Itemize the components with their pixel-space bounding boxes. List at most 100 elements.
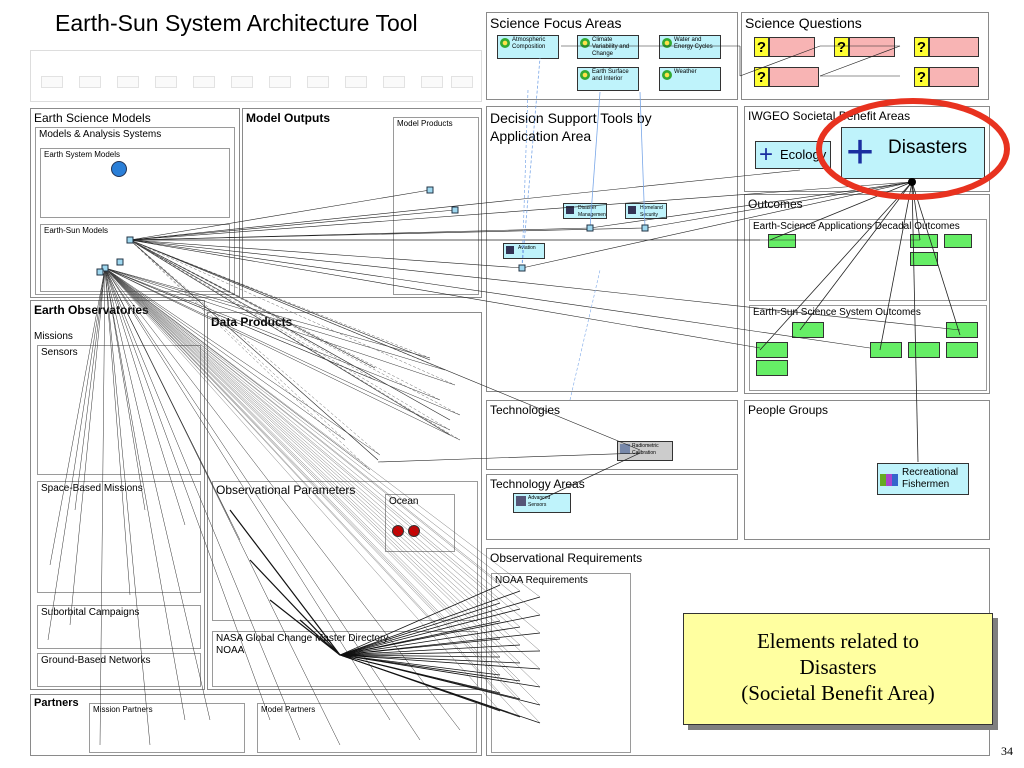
techarea-advanced-sensors[interactable]: Advanced Sensors (513, 493, 571, 513)
callout-line3: (Societal Benefit Area) (741, 681, 935, 705)
ocean-param-icon[interactable] (408, 525, 420, 537)
sub-noaa-requirements: NOAA Requirements (491, 573, 631, 753)
page-title: Earth-Sun System Architecture Tool (55, 10, 418, 36)
gear-icon (620, 444, 630, 454)
sub-title: Model Partners (261, 705, 316, 714)
sub-esa-decadal-outcomes: Earth-Science Applications Decadal Outco… (749, 219, 987, 301)
panel-earth-observatories: Earth Observatories Missions Sensors Spa… (30, 300, 205, 690)
people-recreational-fishermen[interactable]: Recreational Fishermen (877, 463, 969, 495)
question-icon[interactable]: ? (754, 37, 769, 57)
panel-data-products: Data Products Observational Parameters O… (207, 312, 482, 690)
sub-title: Mission Partners (93, 705, 153, 714)
sub-title: Suborbital Campaigns (41, 607, 140, 618)
question-icon[interactable]: ? (754, 67, 769, 87)
callout-box: Elements related to Disasters (Societal … (683, 613, 993, 725)
callout-line2: Disasters (799, 655, 877, 679)
panel-title: Earth Observatories (34, 303, 149, 317)
sub-title: Observational Parameters (216, 483, 356, 497)
panel-iwgeo-societal-benefit-areas: IWGEO Societal Benefit Areas + Ecology +… (744, 106, 990, 192)
dst-disaster-management[interactable]: Disaster Management (563, 203, 607, 219)
outcome-node[interactable] (910, 252, 938, 266)
sub-model-partners: Model Partners (257, 703, 477, 753)
tech-radiometric-calibration[interactable]: Radiometric Calibration (617, 441, 673, 461)
sub-title: Model Products (397, 119, 453, 128)
outcome-node[interactable] (908, 342, 940, 358)
person-icon (628, 206, 636, 214)
outcome-node[interactable] (870, 342, 902, 358)
sub-title: Missions (34, 331, 73, 342)
sub-title: NOAA Requirements (495, 575, 588, 586)
panel-title: Outcomes (748, 197, 803, 211)
outcome-node[interactable] (768, 234, 796, 248)
question-box[interactable] (929, 37, 979, 57)
sub-observational-parameters: Observational Parameters Ocean (212, 481, 478, 621)
sub-title: Models & Analysis Systems (39, 129, 162, 140)
panel-title: Decision Support Tools by Application Ar… (490, 110, 652, 144)
globe-icon[interactable] (111, 161, 127, 177)
sub-earth-system-models: Earth System Models (40, 148, 230, 218)
panel-title: People Groups (748, 403, 829, 417)
sfa-water-energy-cycles[interactable]: Water and Energy Cycles (659, 35, 721, 59)
sub-ground-based: Ground-Based Networks (37, 653, 201, 687)
page-number: 34 (1001, 744, 1013, 758)
outcome-node[interactable] (946, 322, 978, 338)
people-icon (880, 474, 898, 486)
sub-mission-partners: Mission Partners (89, 703, 245, 753)
dst-aviation[interactable]: Aviation (503, 243, 545, 259)
panel-title: Data Products (211, 315, 293, 329)
sub-title: Earth-Sun Models (44, 226, 109, 235)
outcome-node[interactable] (756, 342, 788, 358)
panel-title: Observational Requirements (490, 551, 643, 565)
sub-title: Ocean (389, 496, 419, 507)
question-box[interactable] (769, 37, 815, 57)
outcome-node[interactable] (946, 342, 978, 358)
sub-sensors: Sensors (37, 345, 201, 475)
sub-title: Ground-Based Networks (41, 655, 151, 666)
callout-line1: Elements related to (756, 629, 920, 653)
panel-outcomes: Outcomes Earth-Science Applications Deca… (744, 194, 990, 394)
sub-ocean: Ocean (385, 494, 455, 552)
sub-ess-outcomes: Earth-Sun Science System Outcomes (749, 305, 987, 391)
sfa-climate-variability[interactable]: Climate Variability and Change (577, 35, 639, 59)
question-box[interactable] (929, 67, 979, 87)
dst-homeland-security[interactable]: Homeland Security (625, 203, 667, 219)
panel-science-focus-areas: Science Focus Areas Atmospheric Composit… (486, 12, 738, 100)
question-icon[interactable]: ? (914, 67, 929, 87)
flower-icon (662, 70, 672, 80)
sub-models-analysis: Models & Analysis Systems Earth System M… (35, 127, 235, 295)
panel-earth-science-models: Earth Science Models Models & Analysis S… (30, 108, 240, 298)
panel-title: Technology Areas (490, 477, 585, 491)
question-box[interactable] (769, 67, 819, 87)
outcome-node[interactable] (944, 234, 972, 248)
sfa-earth-surface-interior[interactable]: Earth Surface and Interior (577, 67, 639, 91)
panel-title: Science Focus Areas (490, 15, 622, 31)
outcome-node[interactable] (910, 234, 938, 248)
sub-model-products: Model Products (393, 117, 479, 295)
outcome-node[interactable] (792, 322, 824, 338)
sfa-weather[interactable]: Weather (659, 67, 721, 91)
sfa-atmospheric-composition[interactable]: Atmospheric Composition (497, 35, 559, 59)
sub-title: Earth-Science Applications Decadal Outco… (753, 221, 960, 232)
sub-space-based-missions: Space-Based Missions (37, 481, 201, 593)
sub-earth-sun-models: Earth-Sun Models (40, 224, 230, 292)
ocean-param-icon[interactable] (392, 525, 404, 537)
question-icon[interactable]: ? (834, 37, 849, 57)
flower-icon (662, 38, 672, 48)
panel-model-outputs: Model Outputs Model Products (242, 108, 482, 298)
panel-science-questions: Science Questions ? ? ? ? ? (741, 12, 989, 100)
panel-decision-support-tools: Decision Support Tools by Application Ar… (486, 106, 738, 392)
sub-title: NOAA (216, 645, 245, 656)
panel-title: Model Outputs (246, 111, 330, 125)
sba-disasters[interactable]: + Disasters (841, 127, 985, 179)
panel-title: Science Questions (745, 15, 862, 31)
outcome-node[interactable] (756, 360, 788, 376)
question-box[interactable] (849, 37, 895, 57)
question-icon[interactable]: ? (914, 37, 929, 57)
sub-title: Earth-Sun Science System Outcomes (753, 307, 921, 318)
sub-suborbital: Suborbital Campaigns (37, 605, 201, 649)
plus-icon: + (846, 127, 875, 179)
sba-ecology[interactable]: + Ecology (755, 141, 831, 169)
panel-people-groups: People Groups Recreational Fishermen (744, 400, 990, 540)
sub-nasa-gcmd: NASA Global Change Master Directory NOAA (212, 631, 478, 687)
toolbar-strip (30, 50, 482, 102)
